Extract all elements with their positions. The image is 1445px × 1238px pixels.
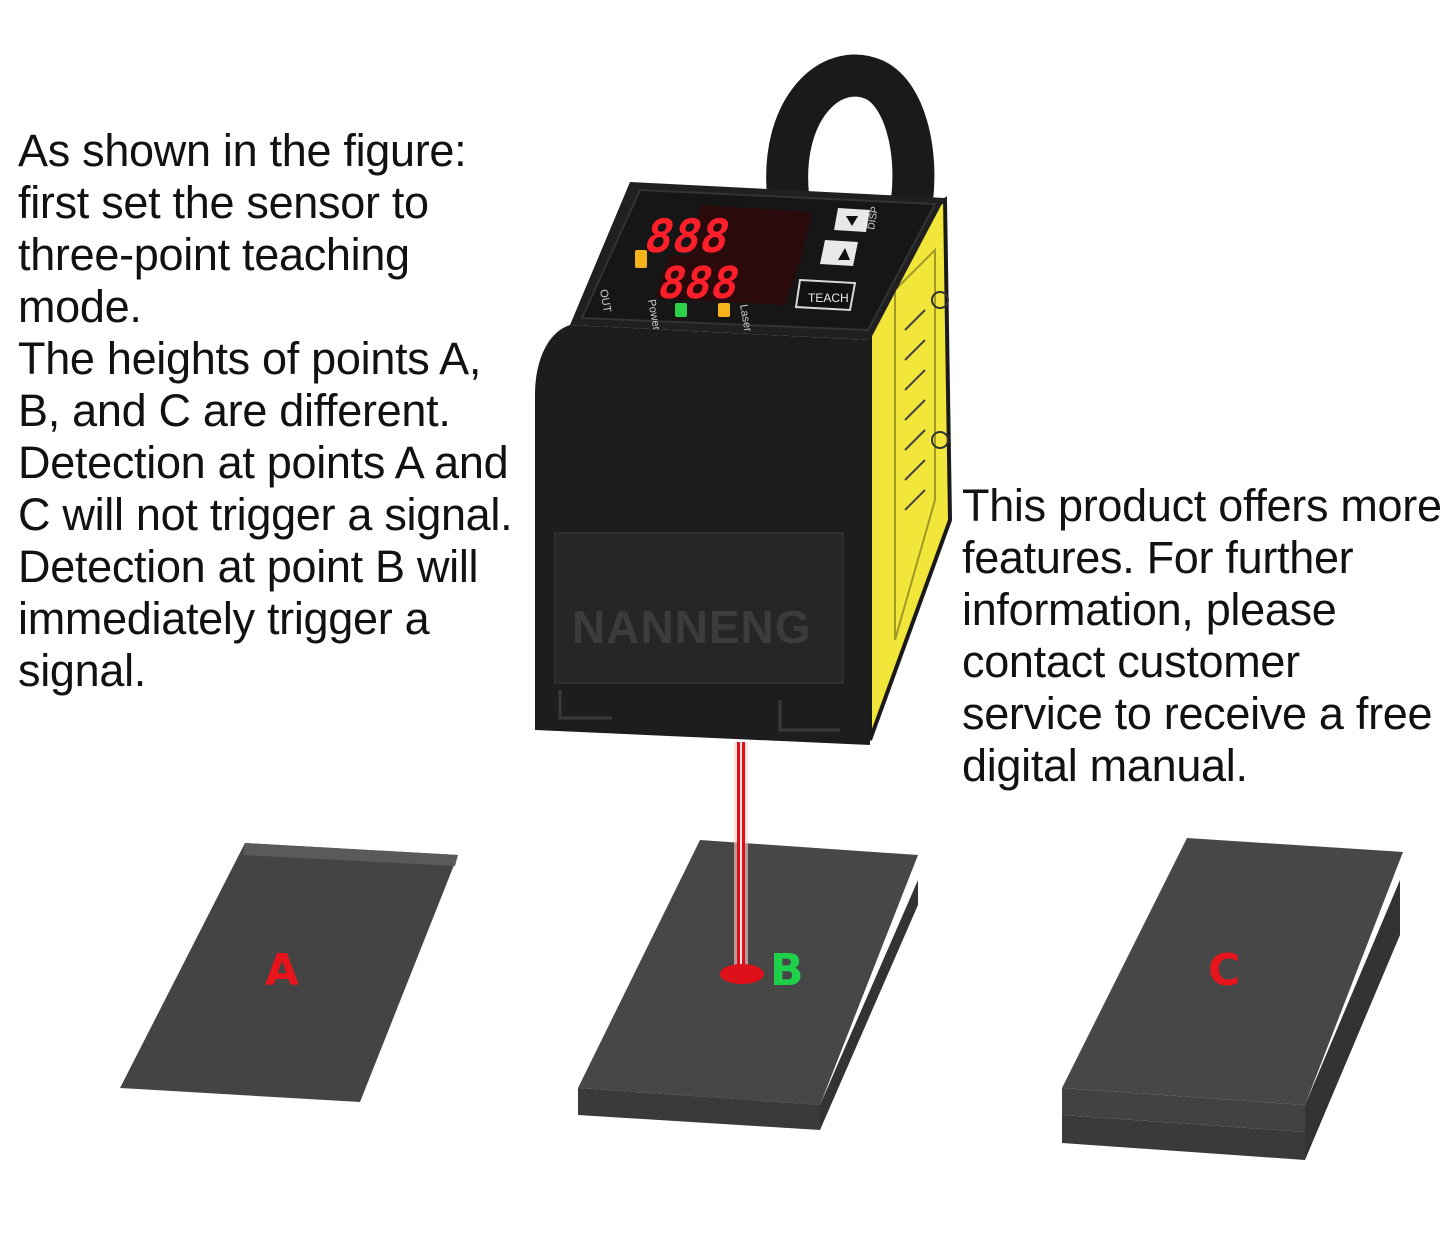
label-power: Power (645, 298, 662, 331)
label-laser: Laser (737, 303, 754, 333)
display-top-readout: 888 (639, 211, 735, 264)
right-description: This product offers more features. For f… (962, 480, 1442, 792)
up-button[interactable] (820, 240, 858, 266)
display-bottom-readout: 888 (653, 258, 745, 309)
sensor-cable (766, 54, 935, 221)
arrow-down-icon (846, 216, 858, 226)
laser-beam (720, 742, 764, 984)
left-paragraph-4: Detection at point B will immediately tr… (18, 541, 479, 696)
plate-c-label: C (1208, 945, 1240, 996)
sensor-display: 888 888 (639, 205, 812, 309)
right-paragraph-1: This product offers more features. For f… (962, 480, 1442, 791)
svg-text:TEACH: TEACH (808, 291, 849, 305)
left-description: As shown in the figure: first set the se… (18, 125, 528, 697)
arrow-up-icon (838, 248, 850, 260)
left-paragraph-1: As shown in the figure: first set the se… (18, 125, 467, 332)
teach-button[interactable]: TEACH (794, 278, 857, 312)
label-out: OUT (597, 288, 613, 313)
plate-c: C (1062, 838, 1403, 1160)
down-button[interactable] (834, 208, 870, 232)
left-paragraph-2: The heights of points A, B, and C are di… (18, 333, 482, 436)
laser-spot (720, 964, 764, 984)
sensor-brand-label: NANNENG (572, 601, 812, 653)
power-led-icon (675, 303, 687, 317)
plate-a: A (120, 843, 458, 1102)
plate-a-label: A (265, 945, 299, 996)
laser-led-icon (718, 303, 730, 317)
out-led-icon (635, 250, 647, 268)
plate-b-label: B (770, 945, 804, 996)
left-paragraph-3: Detection at points A and C will not tri… (18, 437, 513, 540)
label-disp: DISP (866, 205, 881, 230)
